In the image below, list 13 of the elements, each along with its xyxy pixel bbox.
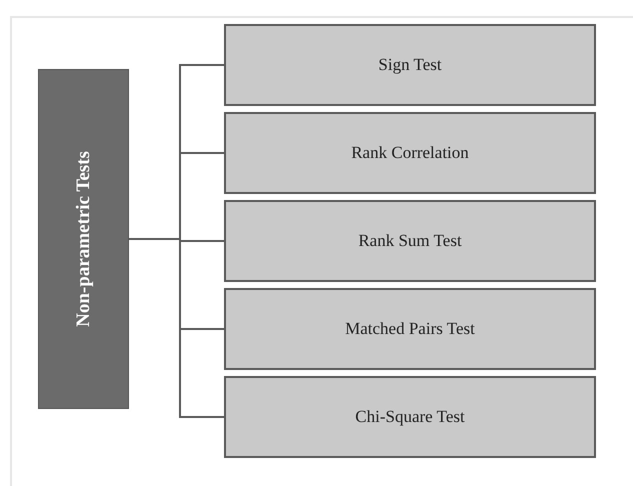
- category-box: [38, 69, 129, 409]
- test-name: Sign Test: [378, 55, 442, 75]
- connector-line: [129, 238, 224, 418]
- test-name: Chi-Square Test: [355, 407, 465, 427]
- test-box: [224, 24, 596, 106]
- test-box: [224, 376, 596, 458]
- test-name: Matched Pairs Test: [345, 319, 475, 339]
- category-title: Non-parametric Tests: [72, 151, 94, 327]
- test-name: Rank Sum Test: [358, 231, 462, 251]
- test-name: Rank Correlation: [351, 143, 469, 163]
- test-box: [224, 200, 596, 282]
- test-box: [224, 288, 596, 370]
- test-box: [224, 112, 596, 194]
